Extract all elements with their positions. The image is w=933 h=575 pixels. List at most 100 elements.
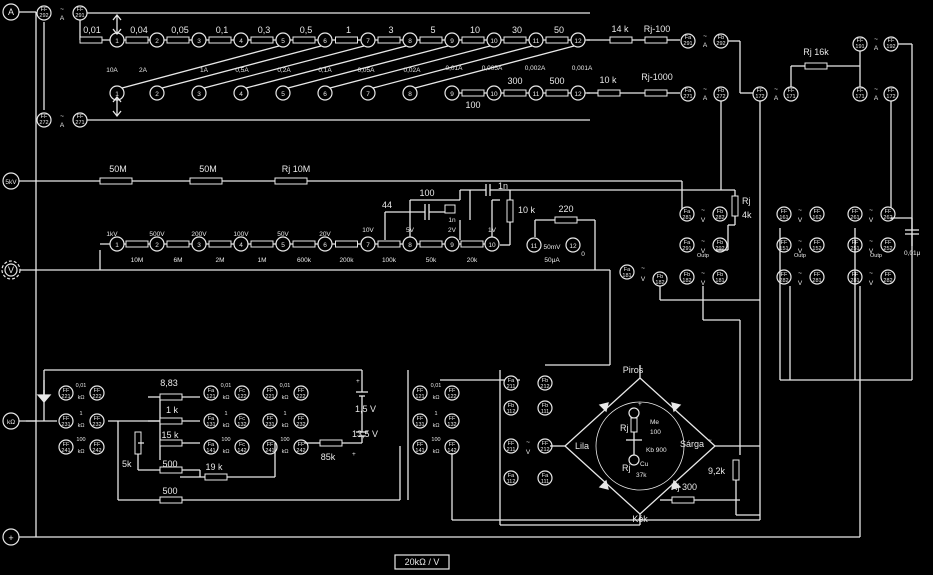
range-position-2 [149, 85, 165, 101]
fa-271-fb-272: Fa 271 ~ A Fb 272 [680, 86, 729, 102]
mid-kohm-1: kΩ [433, 423, 440, 429]
svg-text:+: + [638, 401, 642, 408]
bank1-v-2: V [798, 280, 803, 287]
lower-position-9-label: 9 [450, 91, 454, 98]
svg-text:171: 171 [786, 94, 795, 100]
svg-text:~: ~ [708, 437, 712, 444]
bank1-node-152-r [809, 237, 825, 253]
bank1-node-281-r [809, 269, 825, 285]
range-position-5-label: 5 [281, 91, 285, 98]
svg-text:13,5 V: 13,5 V [352, 429, 378, 439]
ohm-col0-231 [58, 413, 74, 429]
voltage-position-10-label: 10 [488, 242, 496, 249]
voltage-range-1kV: 1kV [106, 231, 118, 238]
svg-text:Rj: Rj [742, 196, 751, 206]
ohm-col2-231-prefix: FF [267, 416, 274, 422]
fb-182-rail-num: 182 [655, 280, 664, 286]
current-position-2 [149, 32, 165, 48]
ohm-col1-131-prefix: Fa [208, 416, 215, 422]
bank2-v-2: V [869, 280, 874, 287]
current-position-7-label: 7 [366, 38, 370, 45]
resistor-rj300: Rj 300 [660, 482, 740, 504]
ohm-kohm-2-1: kΩ [282, 423, 289, 429]
svg-text:~: ~ [874, 86, 878, 93]
voltage-range-200V: 200V [191, 231, 207, 238]
svg-text:291: 291 [75, 13, 84, 19]
voltage-position-2-label: 2 [155, 242, 159, 249]
range-position-7-label: 7 [366, 91, 370, 98]
svg-text:A: A [703, 95, 708, 102]
ohm-col2-232 [293, 413, 309, 429]
meter-ff-211-prefix: FF [508, 441, 515, 447]
bank1-node-162-r [809, 206, 825, 222]
mid-ff-121-prefix: FF [417, 388, 424, 394]
ohm-col0-232-prefix: FF [94, 416, 101, 422]
voltage-range-100V: 100V [233, 231, 249, 238]
ohm-range-2-0: 0,01 [280, 383, 291, 389]
ohm-range-1-1: 1 [224, 411, 227, 417]
resistor-label-50: 50 [554, 25, 564, 35]
ohm-col1-132 [234, 413, 250, 429]
lower-position-12 [570, 85, 586, 101]
range-label-1: 10A [106, 67, 118, 74]
bank1-v-1: V [798, 248, 803, 255]
svg-text:50μA: 50μA [544, 257, 560, 264]
current-position-6 [317, 32, 333, 48]
lower-resistor-100 [461, 89, 485, 97]
bank0-node-291-l-num: 291 [682, 246, 691, 252]
voltage-chain: 11kV10M2500V6M3200V2M4100V1M550V600k620V… [100, 227, 500, 264]
voltage-resistor-label-100k: 100k [382, 257, 397, 264]
svg-text:~: ~ [703, 86, 707, 93]
meter-movement: + Rj Me 100 Kb 900 Rj Cu 37k [620, 401, 667, 479]
bank2-ac-1: ~ [869, 238, 873, 245]
resistor-label-5: 5 [430, 25, 435, 35]
current-position-3-label: 3 [197, 38, 201, 45]
voltage-position-5 [275, 236, 291, 252]
svg-text:271: 271 [683, 94, 692, 100]
meter-fb-112-prefix: Fb [508, 403, 514, 409]
current-position-12-label: 12 [574, 38, 582, 45]
ohm-col2-221-prefix: FF [267, 388, 274, 394]
terminal-5kv: 5kV [2, 172, 20, 190]
bank0-node-282-r [712, 206, 728, 222]
resistor-0,5 [292, 36, 316, 44]
resistor-10 [461, 36, 485, 44]
ohm-kohm-2-0: kΩ [282, 395, 289, 401]
mid-ff-121-num: 121 [415, 394, 424, 400]
current-position-11-label: 11 [533, 38, 540, 45]
resistor-label-0,3: 0,3 [258, 25, 271, 35]
svg-text:A: A [60, 15, 65, 22]
ohm-col0-241-num: 241 [61, 448, 70, 454]
bank0-node-182-l [679, 269, 695, 285]
svg-text:191: 191 [855, 44, 864, 50]
bank0-v-1: V [701, 248, 706, 255]
resistor-14k [609, 36, 633, 44]
svg-text:FF: FF [757, 88, 764, 94]
current-position-5 [275, 32, 291, 48]
bank1-node-281-r-num: 281 [812, 278, 821, 284]
svg-text:1n: 1n [448, 217, 456, 224]
voltage-position-7-label: 7 [366, 242, 370, 249]
svg-text:192: 192 [886, 44, 895, 50]
range-label-6: 0,1A [318, 67, 332, 74]
mid-ff-122 [444, 385, 460, 401]
svg-text:Fa: Fa [685, 35, 692, 41]
bank0-node-281-l-num: 281 [682, 215, 691, 221]
current-position-10 [486, 32, 502, 48]
ff-172-171: FF 172 ~ A FF 171 [752, 86, 799, 102]
lower-resistor-label-100: 100 [465, 100, 480, 110]
terminal-kohm: kΩ [2, 412, 20, 430]
bank1-node-151-l-prefix: FF [781, 240, 788, 246]
ohm-col0-242-prefix: FF [94, 442, 101, 448]
lower-resistor-300 [503, 89, 527, 97]
range-position-4 [233, 85, 249, 101]
voltage-position-7 [360, 236, 376, 252]
terminal-plus: + [2, 528, 20, 546]
range-label-2: 2A [139, 67, 148, 74]
svg-text:50mV: 50mV [544, 244, 562, 251]
bank0-v-2: V [701, 280, 706, 287]
ohm-kohm-1-1: kΩ [223, 423, 230, 429]
svg-text:Fa: Fa [685, 88, 692, 94]
